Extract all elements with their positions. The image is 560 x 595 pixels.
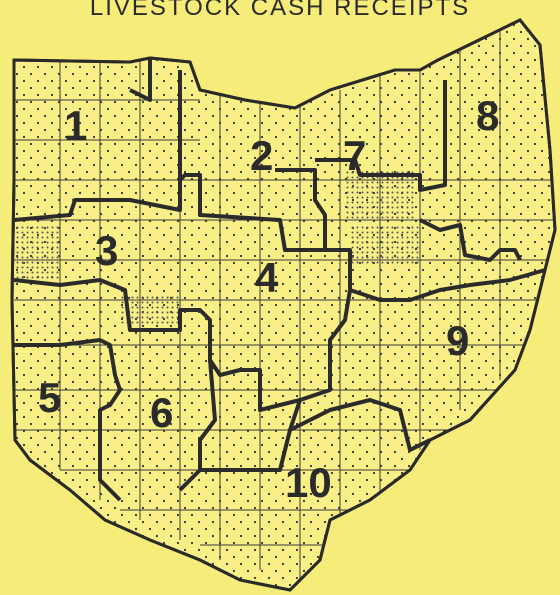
dense-county-east-b <box>350 225 420 265</box>
district-boundaries <box>13 58 546 502</box>
district-9-label: 9 <box>446 317 469 364</box>
district-6-label: 6 <box>150 389 173 436</box>
dense-county-north <box>340 100 400 140</box>
map-title: LIVESTOCK CASH RECEIPTS <box>89 0 471 21</box>
district-5-label: 5 <box>38 374 61 421</box>
district-4-label: 4 <box>255 254 279 301</box>
dense-county-west <box>16 225 60 280</box>
state-border <box>10 18 557 592</box>
district-10-label: 10 <box>285 459 332 506</box>
district-7-label: 7 <box>343 132 366 179</box>
district-8-label: 8 <box>476 92 499 139</box>
district-2-label: 2 <box>250 132 273 179</box>
district-3-label: 3 <box>95 227 118 274</box>
district-1-label: 1 <box>64 102 87 149</box>
county-lines <box>14 30 555 580</box>
